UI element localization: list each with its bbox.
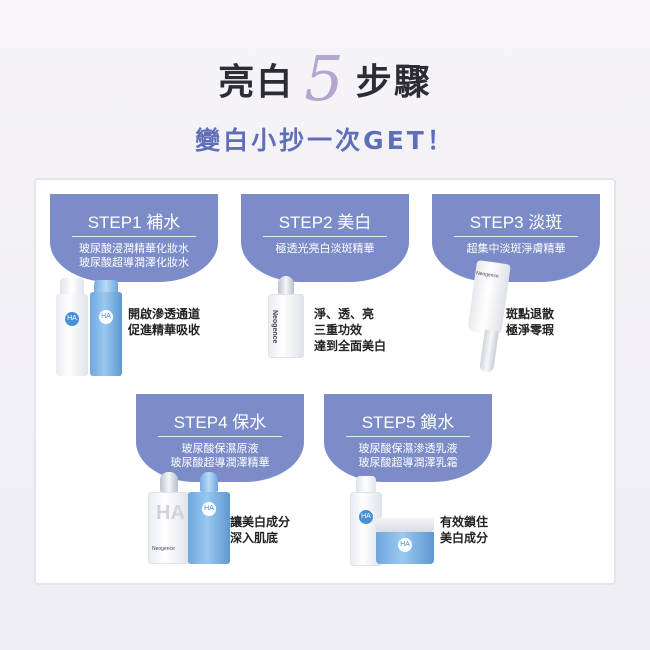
step-3-card: STEP3 淡斑 超集中淡斑淨膚精華 (432, 194, 600, 282)
step-1-note: 開啟滲透通道 促進精華吸收 (128, 306, 200, 338)
step-5-note-line: 有效鎖住 (440, 515, 489, 529)
ha-mark-icon: HA (65, 312, 79, 326)
essence-white-bottle (148, 492, 190, 564)
step-2-desc: 極透光亮白淡斑精華 (241, 242, 409, 256)
title-subtitle: 變白小抄一次GET！ (195, 126, 455, 155)
step-2-label: STEP2 美白 (262, 208, 388, 237)
step-1-note-line: 促進精華吸收 (128, 323, 201, 337)
step-2-note-line: 淨、透、亮 (314, 307, 375, 321)
step-5-note: 有效鎖住 美白成分 (440, 514, 488, 546)
step-1-desc-line: 玻尿酸浸潤精華化妝水 (79, 242, 189, 255)
step-4-note: 讓美白成分 深入肌底 (230, 514, 290, 546)
step-5-desc: 玻尿酸保濕滲透乳液 玻尿酸超導潤澤乳霜 (324, 442, 492, 470)
step-5-card: STEP5 鎖水 玻尿酸保濕滲透乳液 玻尿酸超導潤澤乳霜 (324, 394, 492, 482)
step-1-label: STEP1 補水 (71, 208, 197, 237)
step-1-desc-line: 玻尿酸超導潤澤化妝水 (79, 256, 189, 269)
spot-serum-tip (479, 329, 499, 373)
ha-logo-icon: HA (156, 502, 185, 524)
title-number: 5 (304, 42, 346, 115)
step-4-note-line: 深入肌底 (230, 531, 279, 545)
step-3-note: 斑點退散 極淨零瑕 (506, 306, 554, 338)
ha-mark-icon: HA (359, 510, 373, 524)
toner-white-bottle (56, 294, 88, 376)
step-4-card: STEP4 保水 玻尿酸保濕原液 玻尿酸超導潤澤精華 (136, 394, 304, 482)
essence-blue-dropper (200, 472, 218, 492)
brand-label: Neogence (271, 310, 278, 344)
step-2-desc-line: 極透光亮白淡斑精華 (275, 242, 375, 255)
cream-jar-lid (376, 518, 434, 532)
step-1-desc: 玻尿酸浸潤精華化妝水 玻尿酸超導潤澤化妝水 (50, 242, 218, 270)
essence-white-dropper (160, 472, 178, 492)
step-4-desc: 玻尿酸保濕原液 玻尿酸超導潤澤精華 (136, 442, 304, 470)
step-3-desc: 超集中淡斑淨膚精華 (432, 242, 600, 256)
step-3-desc-line: 超集中淡斑淨膚精華 (466, 242, 566, 255)
toner-blue-cap (94, 280, 118, 292)
steps-board: STEP1 補水 玻尿酸浸潤精華化妝水 玻尿酸超導潤澤化妝水 HA HA 開啟滲… (36, 180, 614, 583)
step-2-note: 淨、透、亮 三重功效 達到全面美白 (314, 306, 386, 354)
step-5-label: STEP5 鎖水 (345, 408, 471, 437)
step-5-desc-line: 玻尿酸超導潤澤乳霜 (358, 456, 458, 469)
title-suffix: 步驟 (355, 62, 432, 103)
step-1-card: STEP1 補水 玻尿酸浸潤精華化妝水 玻尿酸超導潤澤化妝水 (50, 194, 218, 282)
step-4-note-line: 讓美白成分 (230, 515, 291, 529)
toner-white-cap (60, 278, 84, 294)
step-4-desc-line: 玻尿酸超導潤澤精華 (170, 456, 270, 469)
ha-mark-icon: HA (398, 538, 412, 552)
serum-bottle (268, 294, 304, 358)
step-3-label: STEP3 淡斑 (453, 208, 579, 237)
step-4-desc-line: 玻尿酸保濕原液 (181, 442, 259, 455)
lotion-pump (356, 476, 376, 492)
step-3-note-line: 極淨零瑕 (506, 323, 555, 337)
serum-dropper (278, 276, 294, 294)
step-2-note-line: 達到全面美白 (314, 339, 387, 353)
toner-blue-bottle (90, 292, 122, 376)
step-1-note-line: 開啟滲透通道 (128, 307, 201, 321)
ha-mark-icon: HA (202, 502, 216, 516)
step-5-desc-line: 玻尿酸保濕滲透乳液 (358, 442, 458, 455)
brand-label: Neogence (152, 546, 175, 552)
step-5-note-line: 美白成分 (440, 531, 489, 545)
step-3-note-line: 斑點退散 (506, 307, 555, 321)
step-2-card: STEP2 美白 極透光亮白淡斑精華 (241, 194, 409, 282)
step-4-label: STEP4 保水 (157, 408, 283, 437)
title-prefix: 亮白 (218, 62, 295, 103)
step-2-note-line: 三重功效 (314, 323, 363, 337)
ha-mark-icon: HA (99, 310, 113, 324)
